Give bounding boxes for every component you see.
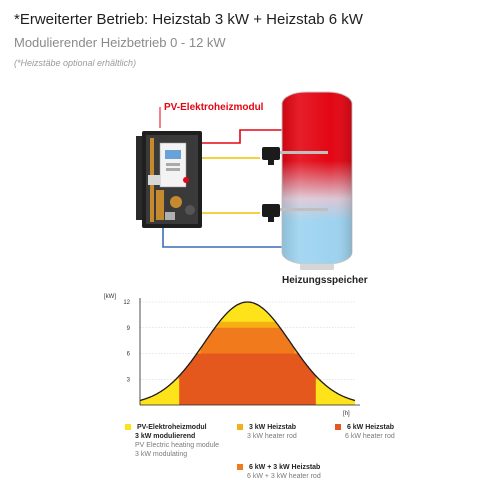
legend-module-sub1: PV Electric heating module: [135, 442, 220, 449]
x-axis-label: [h]: [343, 411, 350, 417]
chart-ticks: 3 6 9 12: [123, 300, 130, 383]
legend-heater6-title: 6 kW Heizstab: [346, 424, 395, 431]
chart-axes: [139, 298, 360, 406]
pipe-red: [196, 129, 282, 144]
power-chart: 3 6 9 12 [kW] [h]: [104, 294, 360, 417]
chart-fills: [140, 302, 355, 405]
heater-rod-bottom-icon: [262, 204, 328, 222]
pipe-blue: [162, 228, 282, 248]
y-tick-label: 6: [127, 352, 131, 358]
legend-module-title: PV-Elektroheizmodul: [136, 424, 207, 431]
legend-item-module: PV-Elektroheizmodul 3 kW modulierend PV …: [125, 423, 235, 459]
module-label: PV-Elektroheizmodul: [164, 102, 264, 113]
legend-module-title2: 3 kW modulierend: [135, 433, 196, 440]
legend-heater63-sub: 6 kW + 3 kW heater rod: [247, 473, 321, 480]
area-heater63: [200, 327, 295, 354]
legend-heater3-sub: 3 kW heater rod: [247, 433, 297, 440]
legend-heater6-sub: 6 kW heater rod: [345, 433, 395, 440]
legend-item-heater63: 6 kW + 3 kW Heizstab 6 kW + 3 kW heater …: [237, 463, 367, 481]
legend-item-heater3: 3 kW Heizstab 3 kW heater rod: [237, 423, 332, 441]
page-subtitle: Modulierender Heizbetrieb 0 - 12 kW: [14, 35, 226, 50]
legend-heater3-title: 3 kW Heizstab: [248, 424, 297, 431]
page-note: (*Heizstäbe optional erhältlich): [14, 58, 137, 68]
legend-item-heater6: 6 kW Heizstab 6 kW heater rod: [335, 423, 425, 441]
legend-swatch-heater6: [335, 424, 341, 430]
y-tick-label: 3: [127, 377, 131, 383]
legend-swatch-module: [125, 424, 131, 430]
legend-heater63-title: 6 kW + 3 kW Heizstab: [248, 464, 321, 471]
bell-curve: [139, 301, 356, 402]
area-module-top: [213, 302, 282, 322]
pv-heating-module-icon: [136, 131, 202, 228]
tank-label: Heizungsspeicher: [282, 275, 368, 286]
y-axis-label: [kW]: [104, 294, 116, 300]
y-tick-label: 12: [123, 300, 130, 306]
area-heater6: [179, 353, 316, 405]
page-title: *Erweiterter Betrieb: Heizstab 3 kW + He…: [14, 11, 363, 28]
legend-module-sub2: 3 kW modulating: [135, 451, 188, 458]
legend-swatch-heater3: [237, 424, 243, 430]
legend-swatch-heater63: [237, 464, 243, 470]
heater-rod-top-icon: [262, 147, 328, 165]
system-diagram: [136, 91, 353, 270]
buffer-tank: [281, 91, 353, 270]
y-tick-label: 9: [127, 326, 131, 332]
